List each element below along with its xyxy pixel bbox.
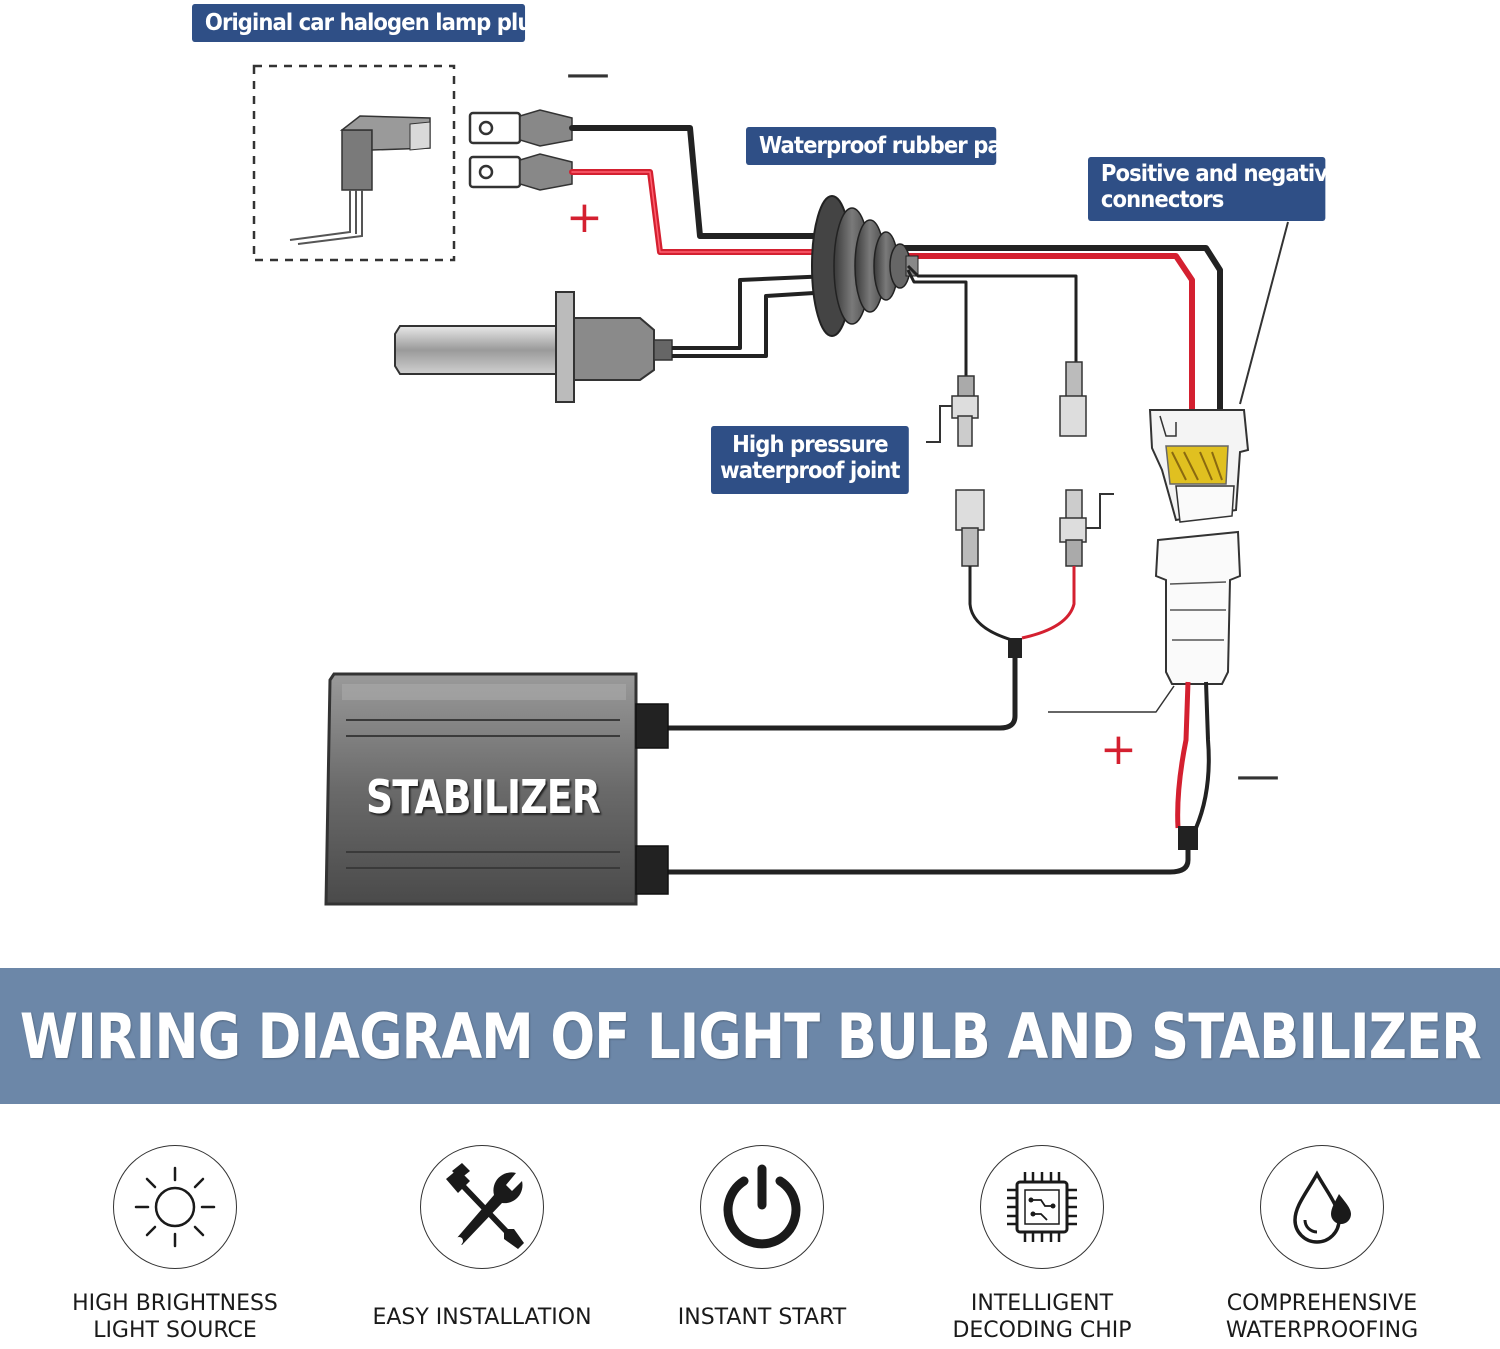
- connectors-leader-line: [1239, 221, 1289, 405]
- high-pressure-joints-upper: [926, 361, 1087, 447]
- callout-joint-line2: waterproof joint: [720, 458, 900, 484]
- feature-icon-circle: [420, 1145, 544, 1269]
- feature-label-line2: DECODING CHIP: [952, 1318, 1132, 1343]
- feature-item: EASY INSTALLATION: [342, 1145, 622, 1345]
- feature-label-line1: HIGH BRIGHTNESS: [72, 1291, 278, 1316]
- feature-label: INTELLIGENT DECODING CHIP: [902, 1289, 1182, 1345]
- terminal-wires: [569, 125, 823, 255]
- feature-label: INSTANT START: [622, 1289, 902, 1345]
- callout-high-pressure-joint: High pressure waterproof joint: [711, 426, 909, 494]
- feature-label-line1: INSTANT START: [677, 1304, 847, 1330]
- water-drop-icon: [1293, 1170, 1351, 1244]
- high-pressure-joints-lower: [955, 489, 1114, 567]
- positive-negative-connector-female: [1148, 409, 1250, 523]
- feature-label-line1: COMPREHENSIVE: [1226, 1291, 1418, 1316]
- callout-rubber-pad: Waterproof rubber pad: [746, 127, 1016, 165]
- callout-halogen-plug: Original car halogen lamp plug: [192, 4, 547, 42]
- feature-item: INTELLIGENT DECODING CHIP: [902, 1145, 1182, 1345]
- ring-terminals: [468, 109, 573, 191]
- bulb-wires: [672, 274, 831, 358]
- negative-sign-top: —: [566, 48, 610, 99]
- positive-sign-top: +: [566, 192, 603, 243]
- tools-icon: [446, 1163, 524, 1249]
- feature-list: HIGH BRIGHTNESS LIGHT SOURCE EASY INSTAL…: [0, 1145, 1500, 1349]
- feature-icon-circle: [980, 1145, 1104, 1269]
- feature-label: HIGH BRIGHTNESS LIGHT SOURCE: [35, 1289, 315, 1345]
- feature-label-line2: LIGHT SOURCE: [93, 1318, 257, 1343]
- hid-bulb: [394, 291, 673, 403]
- power-icon: [723, 1164, 801, 1249]
- callout-connectors-line2: connectors: [1100, 187, 1225, 213]
- stabilizer-output-wires: [668, 566, 1076, 731]
- feature-label-line2: WATERPROOFING: [1225, 1318, 1419, 1343]
- callout-joint-line1: High pressure: [732, 432, 888, 458]
- stabilizer-box: [324, 672, 669, 906]
- callout-connectors: Positive and negative connectors: [1088, 157, 1342, 221]
- main-wires: [900, 245, 1223, 410]
- positive-negative-connector-male: [1154, 530, 1242, 685]
- page-title: WIRING DIAGRAM OF LIGHT BULB AND STABILI…: [19, 999, 1481, 1073]
- rubber-pad: [811, 195, 919, 337]
- feature-item: HIGH BRIGHTNESS LIGHT SOURCE: [35, 1145, 315, 1345]
- feature-label-line1: INTELLIGENT: [970, 1291, 1114, 1316]
- negative-sign-bottom: —: [1236, 750, 1280, 801]
- joint-wires-upper: [906, 264, 1078, 376]
- title-band: WIRING DIAGRAM OF LIGHT BULB AND STABILI…: [0, 968, 1500, 1104]
- feature-icon-circle: [700, 1145, 824, 1269]
- feature-icon-circle: [1260, 1145, 1384, 1269]
- callout-connectors-line1: Positive and negative: [1100, 161, 1342, 187]
- connector-output-wires: [668, 681, 1211, 875]
- feature-label: COMPREHENSIVE WATERPROOFING: [1182, 1289, 1462, 1345]
- positive-sign-bottom: +: [1100, 724, 1137, 775]
- feature-item: COMPREHENSIVE WATERPROOFING: [1182, 1145, 1462, 1345]
- feature-icon-circle: [113, 1145, 237, 1269]
- halogen-plug: [252, 64, 456, 262]
- chip-icon: [1007, 1172, 1077, 1242]
- feature-label: EASY INSTALLATION: [342, 1289, 622, 1345]
- feature-label-line1: EASY INSTALLATION: [372, 1304, 592, 1330]
- wiring-diagram: [252, 64, 1289, 906]
- feature-item: INSTANT START: [622, 1145, 902, 1345]
- stabilizer-label: STABILIZER: [366, 770, 601, 824]
- sun-icon: [134, 1166, 216, 1248]
